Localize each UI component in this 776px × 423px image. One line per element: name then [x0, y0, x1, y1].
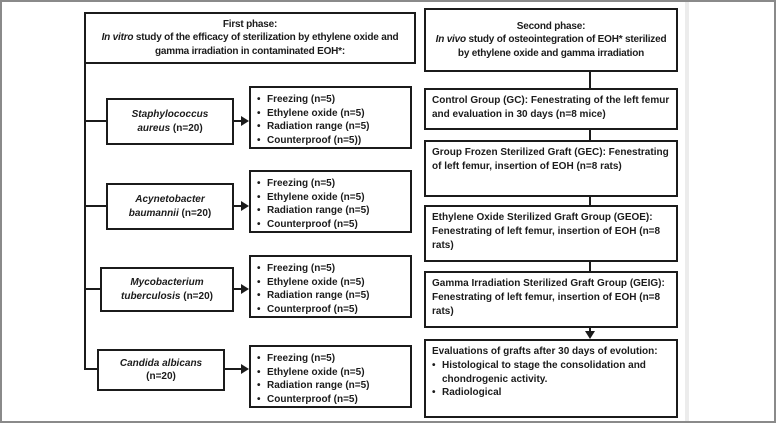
group-text: Ethylene Oxide Sterilized Graft Group (G… — [432, 212, 661, 251]
second-phase-title: Second phase: — [516, 20, 586, 32]
evaluation-item: Radiological — [442, 387, 502, 399]
organism-n: (n=20) — [146, 371, 176, 382]
bullet-icon: • — [257, 134, 261, 146]
evaluation-item: Histological to stage the consolidation … — [442, 359, 646, 385]
treatment-item: Ethylene oxide (n=5) — [267, 366, 365, 378]
bullet-icon: • — [257, 276, 261, 288]
first-phase-title: First phase: — [222, 18, 278, 30]
connector-line-2 — [589, 130, 591, 140]
bullet-icon: • — [257, 218, 261, 230]
arrow-line-2 — [234, 205, 242, 207]
page-edge-divider — [685, 2, 689, 421]
bullet-icon: • — [257, 94, 261, 105]
treatment-box-1: • Freezing (n=5) • Ethylene oxide (n=5) • R… — [249, 86, 412, 149]
organism-box-mycobacterium: Mycobacterium tuberculosis (n=20) — [100, 267, 234, 312]
organism-n: (n=20) — [180, 290, 213, 302]
arrow-line-3 — [234, 288, 242, 290]
bullet-icon: • — [257, 353, 261, 364]
organism-box-candida: Candida albicans (n=20) — [97, 349, 225, 391]
connector-line-1 — [589, 72, 591, 88]
treatment-item: Counterproof (n=5) — [267, 303, 358, 315]
treatment-item: Ethylene oxide (n=5) — [267, 191, 365, 203]
group-box-gec: Group Frozen Sterilized Graft (GEC): Fen… — [424, 140, 678, 197]
treatment-item: Radiation range (n=5) — [267, 380, 370, 391]
treatment-item: Counterproof (n=5)) — [267, 134, 362, 146]
right-arrow-icon — [241, 364, 249, 374]
second-phase-box: Second phase: In vivo study of osteointeg… — [424, 8, 678, 72]
stub-line-2 — [84, 205, 106, 207]
organism-n: (n=20) — [178, 207, 212, 219]
down-arrow-icon — [585, 331, 595, 339]
treatment-item: Radiation range (n=5) — [267, 290, 370, 301]
second-phase-em: In vivo — [435, 34, 466, 46]
organism-box-staphylococcus: Staphylococcus aureus (n=20) — [106, 98, 234, 145]
group-box-geoe: Ethylene Oxide Sterilized Graft Group (G… — [424, 205, 678, 262]
bullet-icon: • — [257, 191, 261, 203]
treatment-box-2: • Freezing (n=5) • Ethylene oxide (n=5) • R… — [249, 170, 412, 233]
first-phase-rest: study of the efficacy of sterilization b… — [133, 32, 399, 57]
organism-name: Acynetobacter baumannii — [128, 194, 205, 219]
connector-line-5 — [589, 328, 591, 333]
first-phase-text: First phase: In vitro study of the effica… — [92, 18, 408, 59]
treatment-item: Counterproof (n=5) — [267, 393, 358, 405]
treatment-box-4: • Freezing (n=5) • Ethylene oxide (n=5) • R… — [249, 345, 412, 408]
organism-box-acynetobacter: Acynetobacter baumannii (n=20) — [106, 183, 234, 230]
stub-line-1 — [84, 120, 106, 122]
treatment-item: Counterproof (n=5) — [267, 218, 358, 230]
first-phase-box: First phase: In vitro study of the effica… — [84, 12, 416, 64]
stub-line-3 — [84, 288, 100, 290]
treatment-item: Freezing (n=5) — [267, 94, 336, 105]
first-phase-em: In vitro — [101, 32, 134, 44]
treatment-item: Radiation range (n=5) — [267, 205, 370, 216]
group-box-gc: Control Group (GC): Fenestrating of the … — [424, 88, 678, 130]
treatment-item: Ethylene oxide (n=5) — [267, 107, 365, 119]
connector-line-4 — [589, 262, 591, 271]
stub-line-4 — [84, 368, 97, 370]
bullet-icon: • — [257, 121, 261, 132]
bullet-icon: • — [432, 387, 436, 399]
evaluations-intro: Evaluations of grafts after 30 days of e… — [432, 346, 658, 357]
bullet-icon: • — [432, 359, 436, 371]
bullet-icon: • — [257, 178, 261, 189]
arrow-line-4 — [225, 368, 242, 370]
bullet-icon: • — [257, 205, 261, 216]
group-text: Group Frozen Sterilized Graft (GEC): Fen… — [432, 147, 669, 172]
group-text: Gamma Irradiation Sterilized Graft Group… — [432, 278, 665, 317]
organism-name: Mycobacterium tuberculosis — [121, 277, 204, 302]
arrow-line-1 — [234, 120, 242, 122]
bullet-icon: • — [257, 303, 261, 315]
left-trunk-line — [84, 62, 86, 370]
treatment-item: Radiation range (n=5) — [267, 121, 370, 132]
bullet-icon: • — [257, 290, 261, 301]
organism-name: Candida albicans — [119, 357, 203, 369]
bullet-icon: • — [257, 380, 261, 391]
bullet-icon: • — [257, 263, 261, 274]
right-arrow-icon — [241, 116, 249, 126]
treatment-item: Freezing (n=5) — [267, 353, 336, 364]
bullet-icon: • — [257, 366, 261, 378]
treatment-box-3: • Freezing (n=5) • Ethylene oxide (n=5) • R… — [249, 255, 412, 318]
treatment-item: Freezing (n=5) — [267, 263, 336, 274]
organism-n: (n=20) — [170, 122, 203, 134]
connector-line-3 — [589, 197, 591, 205]
second-phase-rest: study of osteointegration of EOH* steril… — [457, 34, 667, 59]
evaluations-box: Evaluations of grafts after 30 days of e… — [424, 339, 678, 418]
group-text: Control Group (GC): Fenestrating of the … — [432, 95, 670, 120]
right-arrow-icon — [241, 284, 249, 294]
second-phase-text: Second phase: In vivo study of osteointeg… — [432, 20, 670, 61]
organism-name: Staphylococcus aureus — [131, 109, 209, 134]
group-box-geig: Gamma Irradiation Sterilized Graft Group… — [424, 271, 678, 328]
right-arrow-icon — [241, 201, 249, 211]
bullet-icon: • — [257, 107, 261, 119]
treatment-item: Ethylene oxide (n=5) — [267, 276, 365, 288]
bullet-icon: • — [257, 393, 261, 405]
treatment-item: Freezing (n=5) — [267, 178, 336, 189]
